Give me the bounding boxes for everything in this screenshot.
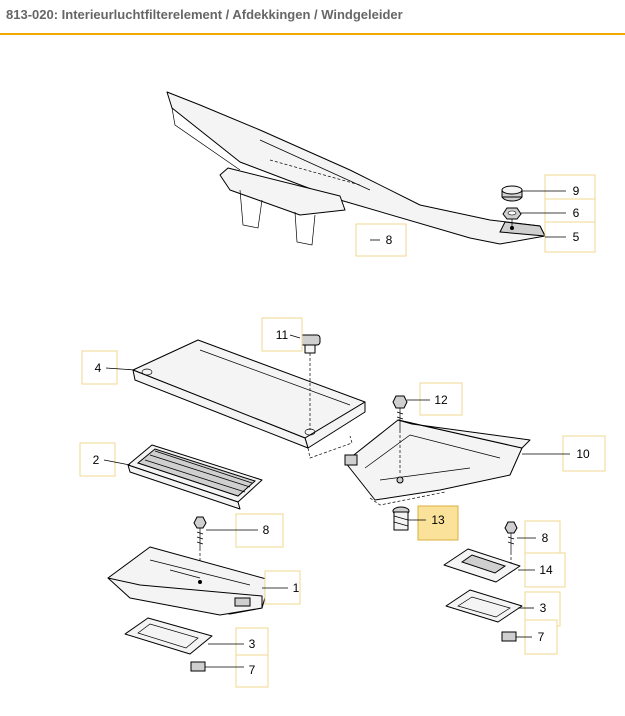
callout-13-label[interactable]: 13 xyxy=(431,513,445,527)
callout-10-label[interactable]: 10 xyxy=(576,447,590,461)
callout-13-box[interactable] xyxy=(417,505,459,541)
part-air-filter xyxy=(127,444,263,510)
callout-8c-label[interactable]: 8 xyxy=(542,531,549,545)
callout-7a-box[interactable] xyxy=(235,654,269,688)
page-header: 813-020: Interieurluchtfilterelement / A… xyxy=(0,0,625,33)
page-title: 813-020: Interieurluchtfilterelement / A… xyxy=(6,7,403,22)
fastener-nut-cap xyxy=(501,185,523,202)
callout-6-label[interactable]: 6 xyxy=(573,206,580,220)
header-divider xyxy=(0,33,625,35)
part-cover xyxy=(132,339,366,459)
callout-8b-box[interactable] xyxy=(235,513,284,548)
gasket-right xyxy=(445,589,523,623)
fastener-nut xyxy=(502,207,522,220)
clip-right xyxy=(501,631,517,642)
callout-1-label[interactable]: 1 xyxy=(293,581,300,595)
callout-4-box[interactable] xyxy=(81,350,118,385)
screw-12 xyxy=(392,395,408,475)
part-deflector-tray xyxy=(344,419,531,506)
callout-7b-label[interactable]: 7 xyxy=(538,630,545,644)
callout-11-label[interactable]: 11 xyxy=(276,328,289,342)
callout-1-box[interactable] xyxy=(264,570,301,605)
callout-3a-label[interactable]: 3 xyxy=(249,637,256,651)
callout-8a-box[interactable] xyxy=(355,223,407,257)
callout-9-label[interactable]: 9 xyxy=(573,184,580,198)
clip-left xyxy=(190,661,206,672)
screw-right xyxy=(504,521,518,568)
callout-10-box[interactable] xyxy=(562,435,606,472)
callout-12-label[interactable]: 12 xyxy=(434,393,448,407)
callout-3b-label[interactable]: 3 xyxy=(540,601,547,615)
grommet-13 xyxy=(392,506,410,531)
callout-8b-label[interactable]: 8 xyxy=(263,523,270,537)
part-wind-deflector xyxy=(166,91,546,246)
callout-2-box[interactable] xyxy=(79,442,116,477)
callout-7a-label[interactable]: 7 xyxy=(249,663,256,677)
callout-14-label[interactable]: 14 xyxy=(539,563,553,577)
callout-12-box[interactable] xyxy=(419,382,463,416)
callout-2-label[interactable]: 2 xyxy=(93,453,100,467)
parts-diagram: 9 6 5 8 11 4 12 10 2 13 8 8 14 1 xyxy=(79,91,606,688)
plate-14 xyxy=(443,548,521,583)
callout-5-label[interactable]: 5 xyxy=(573,230,580,244)
callout-4-label[interactable]: 4 xyxy=(95,361,102,375)
callout-8a-label[interactable]: 8 xyxy=(386,233,393,247)
part-housing xyxy=(107,546,271,616)
clip xyxy=(299,334,321,430)
callout-11-box[interactable] xyxy=(261,317,303,352)
gasket-left xyxy=(124,617,213,655)
